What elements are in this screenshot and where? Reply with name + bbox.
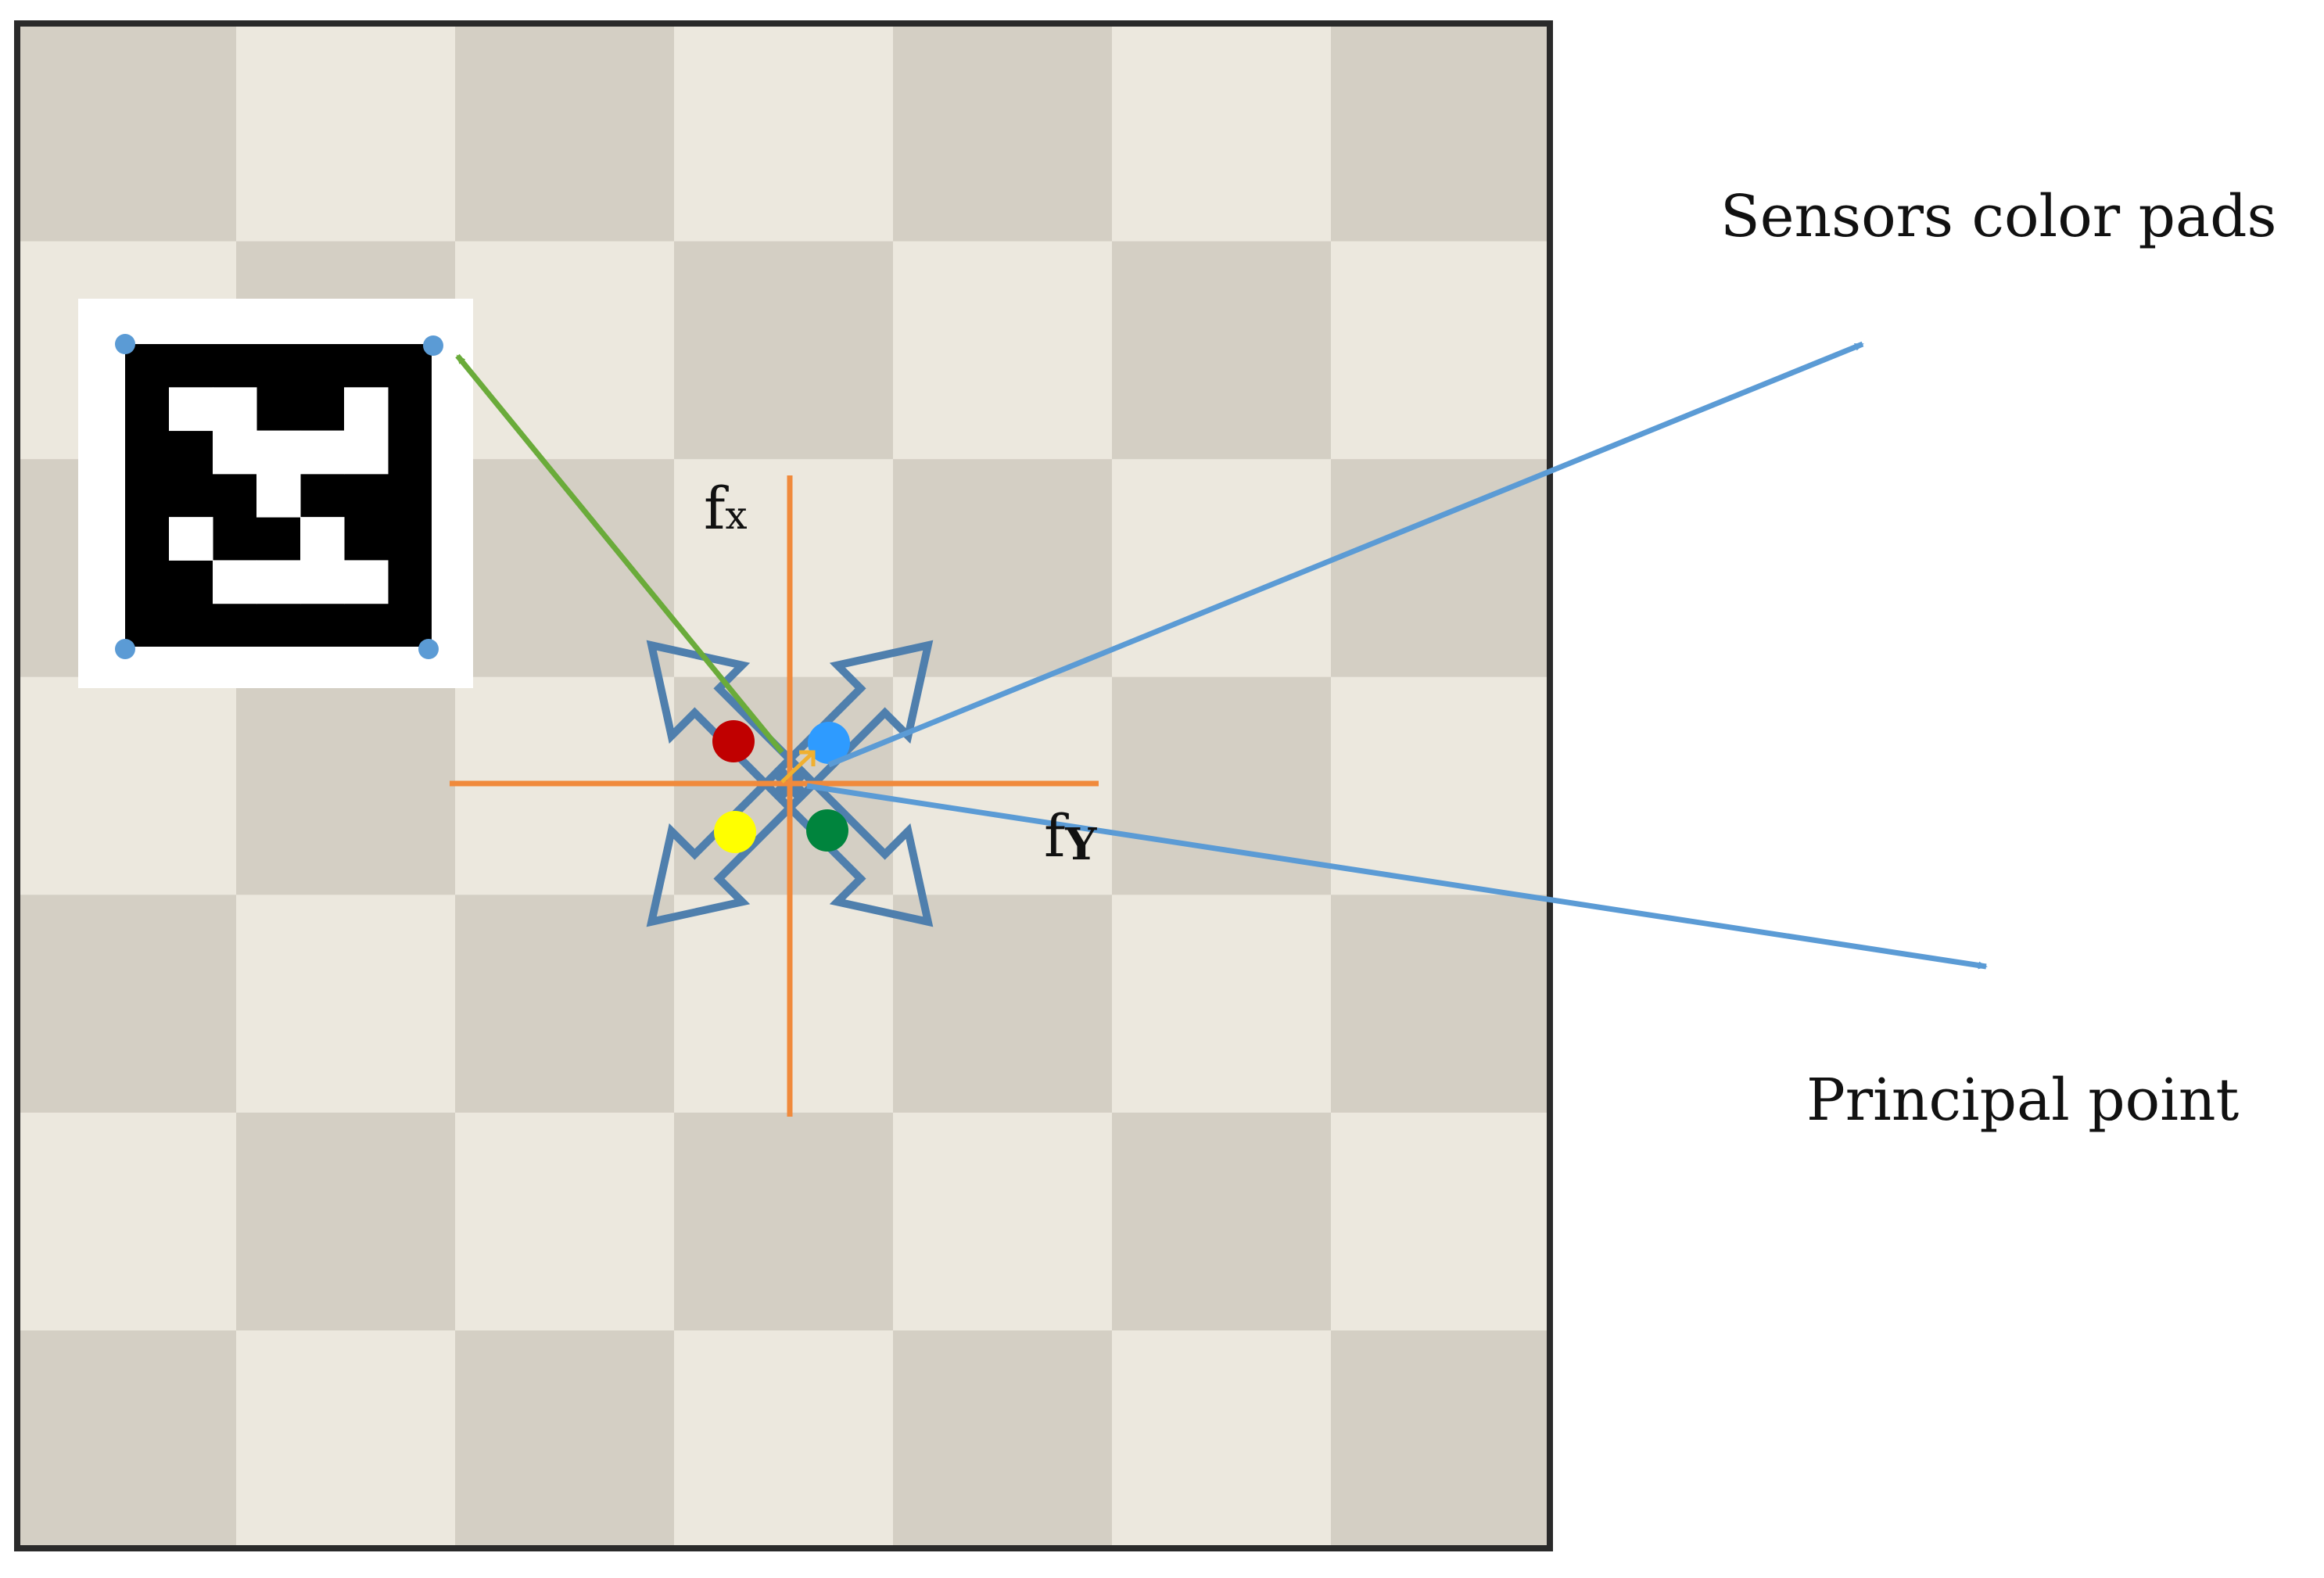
board-square — [455, 895, 675, 1114]
board-square — [674, 1330, 894, 1549]
arrow-up-left-icon — [646, 640, 805, 799]
marker-cell — [256, 430, 301, 475]
marker-pattern — [169, 387, 389, 604]
arrow-down-right-icon — [774, 768, 934, 927]
board-square — [17, 895, 237, 1114]
sensors-color-pads-label: Sensors color pads — [1720, 183, 2277, 250]
board-square — [455, 241, 675, 460]
board-square — [674, 23, 894, 242]
pad-green — [806, 809, 848, 852]
marker-cell — [213, 387, 257, 432]
board-square — [893, 23, 1113, 242]
expansion-arrows — [646, 640, 934, 927]
board-square — [1331, 459, 1551, 678]
marker-cell — [300, 517, 345, 561]
marker-cell — [300, 560, 345, 604]
marker-cell — [169, 517, 213, 561]
pad-red — [712, 720, 755, 762]
board-square — [1112, 459, 1332, 678]
board-square — [674, 241, 894, 460]
arrow-to-principal-label — [806, 783, 1988, 970]
board-square — [1112, 1112, 1332, 1331]
board-square — [1331, 676, 1551, 895]
green-arrow-to-marker — [455, 353, 784, 755]
principal-point-label: Principal point — [1806, 1067, 2240, 1134]
board-square — [893, 241, 1113, 460]
marker-cell — [256, 560, 301, 604]
arrow-up-right-icon — [774, 640, 934, 799]
board-border — [14, 20, 1553, 1551]
board-square — [236, 23, 456, 242]
board-square — [17, 676, 237, 895]
board-square — [17, 1112, 237, 1331]
marker-cell — [344, 560, 389, 604]
board-square — [674, 1112, 894, 1331]
board-square — [674, 459, 894, 678]
pad-yellow — [714, 811, 756, 853]
board-square — [1112, 23, 1332, 242]
board-square — [455, 459, 675, 678]
pad-blue — [808, 722, 850, 764]
board-square — [1331, 23, 1551, 242]
marker-corner-dot — [115, 334, 135, 354]
board-square — [1112, 1330, 1332, 1549]
board-square — [236, 676, 456, 895]
board-square — [17, 23, 237, 242]
board-square — [455, 23, 675, 242]
arrow-down-left-icon — [646, 768, 805, 927]
fy-label: fY — [1044, 803, 1097, 870]
marker-cell — [344, 387, 389, 432]
marker-corner-dot — [418, 639, 439, 659]
board-square — [236, 1330, 456, 1549]
board-square — [674, 895, 894, 1114]
board-square — [893, 895, 1113, 1114]
board-square — [236, 895, 456, 1114]
marker-cell — [344, 430, 389, 475]
marker-cell — [169, 387, 213, 432]
arrow-to-sensors-label — [827, 341, 1864, 768]
board-square — [1331, 241, 1551, 460]
marker-cell — [256, 473, 301, 518]
sensor-pads — [712, 720, 850, 853]
center-mark — [780, 750, 816, 784]
marker-corner-dot — [423, 335, 443, 356]
board-square — [1331, 1330, 1551, 1549]
fx-label: fx — [704, 475, 748, 543]
marker-cell — [213, 430, 257, 475]
board-square — [455, 1112, 675, 1331]
aruco-marker — [78, 299, 473, 688]
board-square — [1112, 895, 1332, 1114]
marker-cell — [300, 430, 345, 475]
marker-cell — [213, 560, 257, 604]
board-square — [17, 1330, 237, 1549]
board-square — [1331, 895, 1551, 1114]
board-square — [893, 1112, 1113, 1331]
board-square — [893, 1330, 1113, 1549]
board-square — [1331, 1112, 1551, 1331]
marker-corner-dot — [115, 639, 135, 659]
board-square — [455, 1330, 675, 1549]
board-square — [236, 1112, 456, 1331]
board-square — [1112, 241, 1332, 460]
